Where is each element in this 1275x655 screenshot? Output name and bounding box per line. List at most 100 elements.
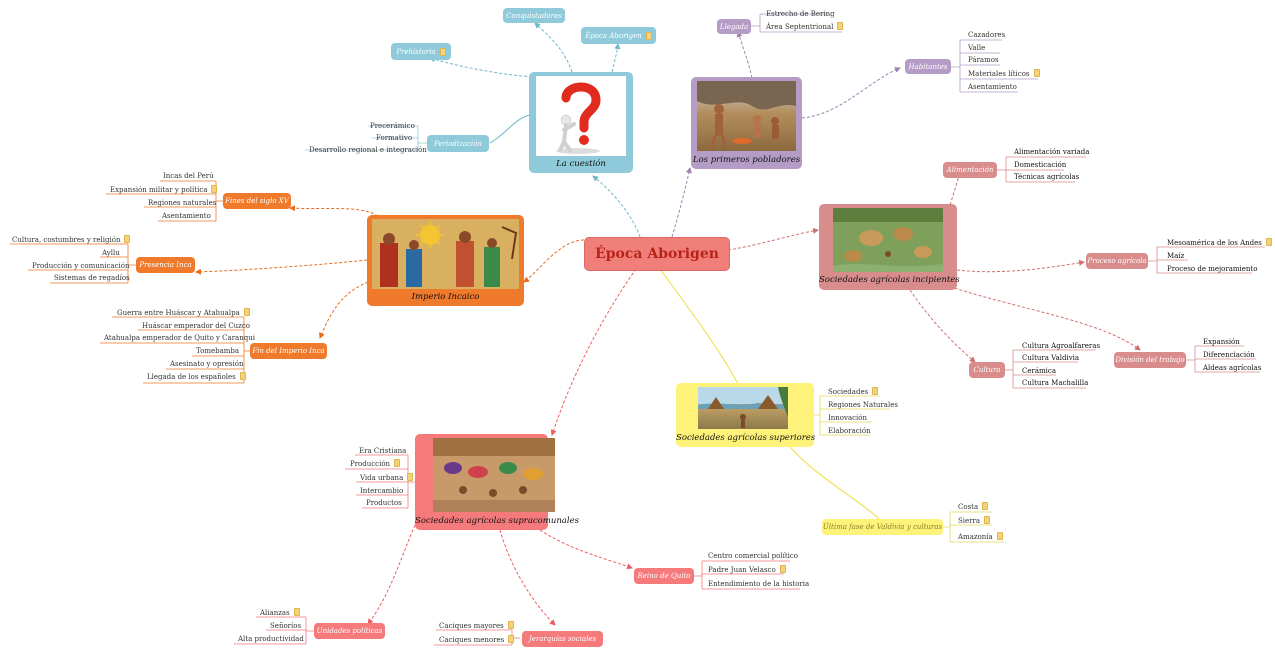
superiores-item[interactable]: Sociedades <box>828 386 879 398</box>
presencia-inca-topic[interactable]: Presencia Inca <box>136 257 195 273</box>
proceso-item[interactable]: Proceso de mejoramiento <box>1167 265 1258 273</box>
reino-item[interactable]: Padre Juan Velasco <box>708 564 786 576</box>
unidades-topic[interactable]: Unidades políticas <box>314 623 385 639</box>
presencia-item[interactable]: Ayllu <box>102 249 120 257</box>
note-icon <box>984 516 991 524</box>
proceso-item[interactable]: Mesoamérica de los Andes <box>1167 237 1272 249</box>
habitantes-item[interactable]: Asentamiento <box>968 83 1017 91</box>
alimentacion-topic[interactable]: Alimentación <box>943 162 997 178</box>
fin-item[interactable]: Llegada de los españoles <box>147 371 246 383</box>
supracomunales-item[interactable]: Productos <box>366 499 402 507</box>
superiores-card[interactable]: Sociedades agrícolas superiores <box>676 383 815 447</box>
conquistadores-topic[interactable]: Conquistadores <box>503 8 565 23</box>
jerarquias-item-label: Caciques mayores <box>439 622 504 630</box>
alimentacion-item[interactable]: Alimentación variada <box>1014 148 1090 156</box>
presencia-item[interactable]: Cultura, costumbres y religión <box>12 234 131 246</box>
epoca-aborigen-topic[interactable]: Época Aborigen <box>581 27 656 44</box>
habitantes-topic[interactable]: Habitantes <box>905 59 951 74</box>
fines-siglo-topic[interactable]: Fines del siglo XV <box>223 193 291 209</box>
llegada-item[interactable]: Área Septentrional <box>766 21 844 33</box>
unidades-item-label: Alianzas <box>260 609 290 617</box>
fines-item[interactable]: Asentamiento <box>162 212 211 220</box>
reino-quito-topic[interactable]: Reino de Quito <box>634 568 694 584</box>
fin-item[interactable]: Huáscar emperador del Cuzco <box>142 322 251 330</box>
question-mark-image <box>536 76 626 156</box>
periodizacion-item[interactable]: Precerámico <box>370 122 415 130</box>
central-topic[interactable]: Época Aborigen <box>584 237 730 271</box>
superiores-item-label: Sociedades <box>828 388 869 396</box>
habitantes-item[interactable]: Cazadores <box>968 31 1006 39</box>
unidades-item[interactable]: Alianzas <box>260 607 300 619</box>
note-icon <box>243 308 250 316</box>
superiores-item[interactable]: Regiones Naturales <box>828 401 898 409</box>
pobladores-card[interactable]: Los primeros pobladores <box>691 77 802 169</box>
cultura-item[interactable]: Cultura Agroalfareras <box>1022 342 1101 350</box>
cultura-topic[interactable]: Cultura <box>969 362 1005 378</box>
ultima-item-label: Sierra <box>958 517 981 525</box>
jerarquias-item[interactable]: Caciques menores <box>439 634 515 646</box>
periodizacion-topic[interactable]: Periodización <box>427 135 489 152</box>
alimentacion-item[interactable]: Técnicas agrícolas <box>1014 173 1080 181</box>
llegada-item[interactable]: Estrecho de Bering <box>766 10 835 18</box>
fin-item[interactable]: Asesinato y opresión <box>170 360 244 368</box>
habitantes-item[interactable]: Materiales líticos <box>968 68 1040 80</box>
ultima-item[interactable]: Amazonía <box>958 531 1003 543</box>
jerarquias-item[interactable]: Caciques mayores <box>439 620 514 632</box>
supracomunales-item[interactable]: Vida urbana <box>360 472 414 484</box>
cultura-item[interactable]: Cultura Machalilla <box>1022 379 1089 387</box>
village-image <box>833 208 943 272</box>
division-item[interactable]: Diferenciación <box>1203 351 1255 359</box>
superiores-item[interactable]: Innovación <box>828 414 868 422</box>
habitantes-item[interactable]: Valle <box>968 44 986 52</box>
supracomunales-item[interactable]: Intercambio <box>360 487 404 495</box>
incaico-label: Imperio Incaico <box>411 292 480 302</box>
proceso-item[interactable]: Maíz <box>1167 252 1185 260</box>
ultima-item[interactable]: Sierra <box>958 515 991 527</box>
llegada-topic[interactable]: Llegada <box>717 19 751 34</box>
habitantes-item[interactable]: Páramos <box>968 56 999 64</box>
periodizacion-item[interactable]: Desarrollo regional e integración <box>309 146 427 154</box>
division-trabajo-topic[interactable]: División del trabajo <box>1114 352 1186 368</box>
cultura-item[interactable]: Cultura Valdivia <box>1022 354 1080 362</box>
reino-item[interactable]: Entendimiento de la historia <box>708 580 810 588</box>
cultura-item[interactable]: Cerámica <box>1022 367 1056 375</box>
presencia-item[interactable]: Sistemas de regadíos <box>54 274 130 282</box>
market-image <box>433 438 555 512</box>
fines-item[interactable]: Regiones naturales <box>148 199 217 207</box>
note-icon <box>239 372 246 380</box>
incaico-card[interactable]: Imperio Incaico <box>367 215 524 306</box>
periodizacion-item[interactable]: Formativo <box>376 134 413 142</box>
supracomunales-card[interactable]: Sociedades agrícolas supracomunales <box>415 434 579 530</box>
note-icon <box>508 635 515 643</box>
reino-item[interactable]: Centro comercial político <box>708 552 799 560</box>
fin-item[interactable]: Atahualpa emperador de Quito y Caranqui <box>104 334 255 342</box>
presencia-item[interactable]: Producción y comunicación <box>32 262 130 270</box>
jerarquias-topic[interactable]: Jerarquías sociales <box>522 631 603 647</box>
alimentacion-item[interactable]: Domesticación <box>1014 161 1067 169</box>
supracomunales-item-label: Vida urbana <box>360 474 404 482</box>
fin-item[interactable]: Tomebamba <box>196 347 240 355</box>
ultima-item[interactable]: Costa <box>958 501 989 513</box>
prehistoria-topic[interactable]: Prehistoria <box>391 43 451 60</box>
unidades-item[interactable]: Alta productividad <box>238 635 304 643</box>
fines-item[interactable]: Incas del Perú <box>163 172 214 180</box>
fines-item[interactable]: Expansión militar y política <box>110 184 218 196</box>
division-item[interactable]: Aldeas agrícolas <box>1203 364 1262 372</box>
cuestion-card[interactable]: La cuestión <box>529 72 633 173</box>
coastal-village-image <box>698 387 788 429</box>
unidades-item[interactable]: Señoríos <box>270 622 302 630</box>
fin-imperio-topic[interactable]: Fin del Imperio Inca <box>250 343 327 359</box>
superiores-item[interactable]: Elaboración <box>828 427 871 435</box>
proceso-agricola-topic[interactable]: Proceso agrícola <box>1086 253 1148 269</box>
ultima-fase-topic[interactable]: Última fase de Valdivia y culturas <box>822 519 943 535</box>
supracomunales-item[interactable]: Era Cristiana <box>359 447 407 455</box>
note-icon <box>837 22 844 30</box>
supracomunales-item[interactable]: Producción <box>350 458 401 470</box>
incipientes-card[interactable]: Sociedades agrícolas incipientes <box>819 204 960 290</box>
inca-image <box>372 219 519 289</box>
note-icon <box>507 621 514 629</box>
ultima-item-label: Amazonía <box>958 533 993 541</box>
fin-item[interactable]: Guerra entre Huáscar y Atahualpa <box>117 307 250 319</box>
division-item[interactable]: Expansión <box>1203 338 1240 346</box>
